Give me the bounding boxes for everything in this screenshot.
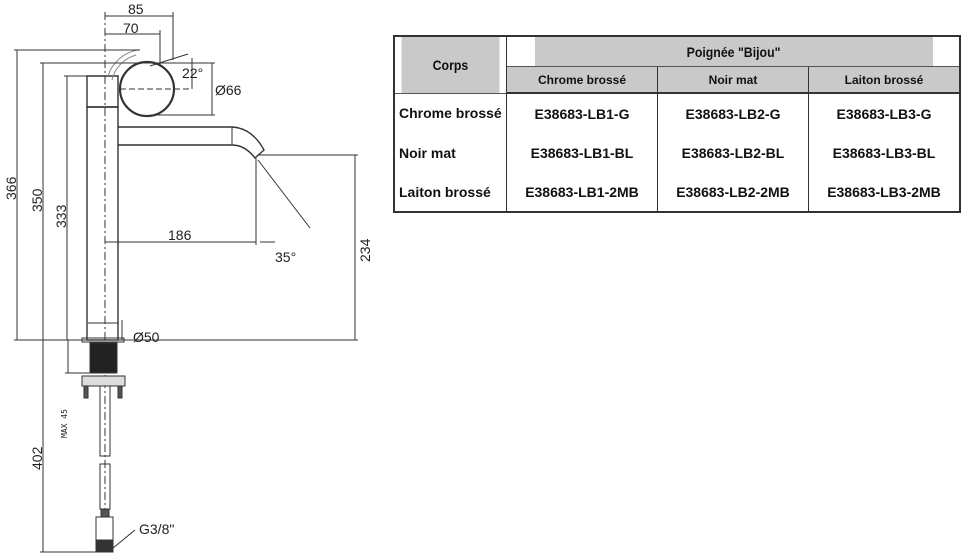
table-row: Chrome brossé E38683-LB1-G E38683-LB2-G … [393, 93, 961, 133]
table-row: Laiton brossé E38683-LB1-2MB E38683-LB2-… [393, 172, 961, 212]
column-header: Laiton brossé [808, 66, 961, 94]
dim-234: 234 [357, 238, 373, 262]
dim-angle-22: 22° [182, 65, 203, 81]
row-header: Laiton brossé [393, 172, 507, 212]
spout [118, 126, 265, 160]
table-cell: E38683-LB2-BL [657, 133, 809, 172]
connection-leader-line [112, 529, 136, 549]
base-flange [81, 337, 125, 343]
table-cell: E38683-LB2-G [657, 93, 809, 133]
table-cell: E38683-LB3-2MB [808, 172, 961, 212]
column-header: Chrome brossé [506, 66, 658, 94]
dim-max-45: MAX 45 [60, 409, 69, 438]
faucet-head [86, 75, 119, 108]
dim-85: 85 [128, 1, 144, 17]
faucet-body [86, 106, 119, 341]
handle-rotation-arc [111, 54, 137, 81]
table-cell: E38683-LB1-BL [506, 133, 658, 172]
connection-nut-base [95, 539, 114, 553]
group-header: Poignée "Bijou" [533, 36, 934, 67]
supply-hose [99, 463, 111, 510]
dim-connection: G3/8" [139, 521, 174, 537]
row-header: Chrome brossé [393, 93, 507, 133]
threaded-shank [89, 342, 118, 374]
table-cell: E38683-LB1-2MB [506, 172, 658, 212]
corner-header: Corps [400, 36, 501, 94]
fixing-leg [83, 385, 89, 399]
row-header: Noir mat [393, 133, 507, 172]
reference-table: Corps Poignée "Bijou" Chrome brossé Noir… [393, 35, 961, 213]
dim-70: 70 [123, 20, 139, 36]
dim-333: 333 [53, 204, 69, 228]
table-row: Noir mat E38683-LB1-BL E38683-LB2-BL E38… [393, 133, 961, 172]
dim-350: 350 [29, 188, 45, 212]
fixing-leg [117, 385, 123, 399]
dimension-lines [14, 12, 358, 553]
column-header: Noir mat [657, 66, 809, 94]
handle-angle-line [149, 53, 189, 67]
dim-angle-35: 35° [275, 249, 296, 265]
table-header-row: Corps Poignée "Bijou" [394, 36, 960, 94]
hose-fitting [100, 508, 110, 518]
table-cell: E38683-LB3-G [808, 93, 961, 133]
table-cell: E38683-LB1-G [506, 93, 658, 133]
dim-186: 186 [168, 227, 192, 243]
dim-402: 402 [29, 446, 45, 470]
dim-base-diameter: Ø50 [133, 329, 160, 345]
dim-366: 366 [3, 176, 19, 200]
faucet-technical-drawing: 85 70 22° Ø66 366 350 333 186 35° 234 Ø5… [3, 1, 373, 553]
table-cell: E38683-LB3-BL [808, 133, 961, 172]
table-cell: E38683-LB2-2MB [657, 172, 809, 212]
supply-hose [99, 385, 111, 457]
handle-rotation-arc [107, 49, 139, 77]
fixing-plate [81, 375, 126, 387]
table-subheader-row: Chrome brossé Noir mat Laiton brossé [394, 66, 961, 94]
dim-handle-diameter: Ø66 [215, 82, 242, 98]
